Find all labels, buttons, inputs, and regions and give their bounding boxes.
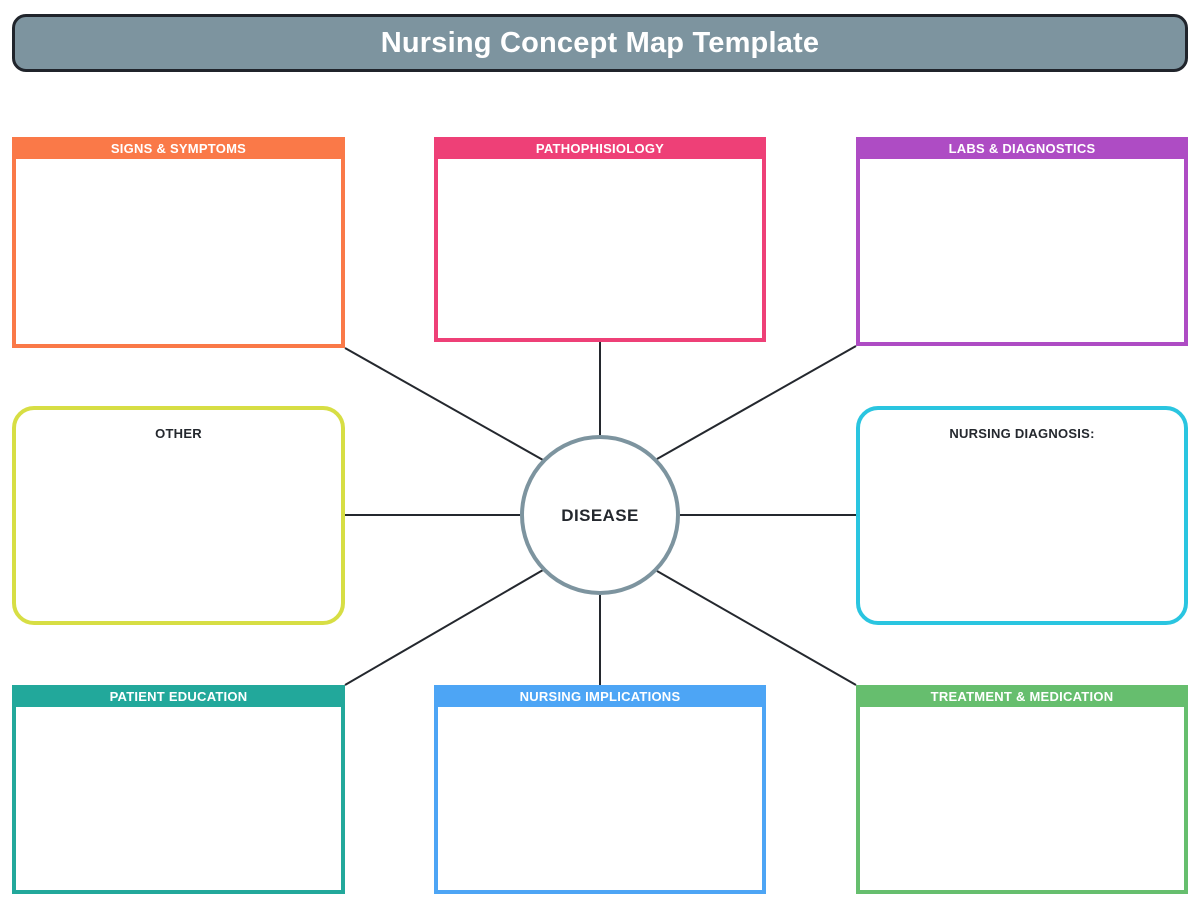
card-body-patient-education[interactable] [16,707,341,890]
card-header-patient-education: PATIENT EDUCATION [12,685,345,707]
page-title-banner: Nursing Concept Map Template [12,14,1188,72]
connector-line-patient-education [344,569,544,686]
card-header-signs-symptoms: SIGNS & SYMPTOMS [12,137,345,159]
card-title-patient-education: PATIENT EDUCATION [109,688,248,704]
card-nursing-diagnosis[interactable]: NURSING DIAGNOSIS: [856,406,1188,625]
card-body-labs-diagnostics[interactable] [860,159,1184,342]
card-header-pathophisiology: PATHOPHISIOLOGY [434,137,766,159]
card-other[interactable]: OTHER [12,406,345,625]
card-title-pathophisiology: PATHOPHISIOLOGY [535,140,665,156]
connector-line-labs-diagnostics [656,345,857,460]
page-title: Nursing Concept Map Template [380,26,820,59]
card-title-signs-symptoms: SIGNS & SYMPTOMS [110,140,247,156]
card-body-nursing-implications[interactable] [438,707,762,890]
center-node-disease[interactable]: DISEASE [520,435,680,595]
connector-line-signs-symptoms [344,347,544,461]
connector-line-treatment-medication [656,570,857,686]
card-header-labs-diagnostics: LABS & DIAGNOSTICS [856,137,1188,159]
card-title-nursing-implications: NURSING IMPLICATIONS [519,688,681,704]
card-title-other: OTHER [155,426,202,441]
card-labs-diagnostics[interactable]: LABS & DIAGNOSTICS [856,137,1188,346]
center-node-label: DISEASE [561,505,639,525]
card-body-nursing-diagnosis[interactable] [860,440,1184,621]
card-body-other[interactable] [16,440,341,621]
card-treatment-medication[interactable]: TREATMENT & MEDICATION [856,685,1188,894]
card-title-nursing-diagnosis: NURSING DIAGNOSIS: [949,426,1095,441]
card-body-signs-symptoms[interactable] [16,159,341,344]
card-title-treatment-medication: TREATMENT & MEDICATION [930,688,1114,704]
card-body-treatment-medication[interactable] [860,707,1184,890]
card-pathophisiology[interactable]: PATHOPHISIOLOGY [434,137,766,342]
card-nursing-implications[interactable]: NURSING IMPLICATIONS [434,685,766,894]
card-header-treatment-medication: TREATMENT & MEDICATION [856,685,1188,707]
card-title-labs-diagnostics: LABS & DIAGNOSTICS [948,140,1096,156]
card-body-pathophisiology[interactable] [438,159,762,338]
card-signs-symptoms[interactable]: SIGNS & SYMPTOMS [12,137,345,348]
card-patient-education[interactable]: PATIENT EDUCATION [12,685,345,894]
card-header-nursing-implications: NURSING IMPLICATIONS [434,685,766,707]
